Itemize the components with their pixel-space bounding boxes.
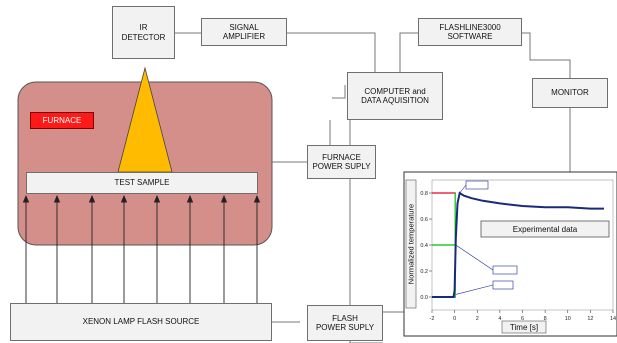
series-curve xyxy=(432,191,604,298)
furnace-power-label: FURNACE POWER SUPLY xyxy=(312,152,371,171)
flash-arrow xyxy=(153,194,161,303)
annotation-box: Experimental data xyxy=(480,220,610,238)
x-tick-label: 10 xyxy=(565,316,571,322)
flash-arrow xyxy=(88,194,96,303)
flash-arrows xyxy=(22,194,261,303)
computer-label: COMPUTER and DATA AQUISITION xyxy=(361,86,429,105)
callout-marker xyxy=(459,180,489,194)
signal-amplifier-label: SIGNAL AMPLIFIER xyxy=(222,22,266,41)
flash-arrow xyxy=(53,194,61,303)
y-tick-label: 0.4 xyxy=(420,243,428,249)
x-tick-label: 4 xyxy=(498,316,501,322)
svg-text:Time [s]: Time [s] xyxy=(510,323,538,332)
monitor-label: MONITOR xyxy=(551,88,589,98)
flashline-software-box: FLASHLINE3000 SOFTWARE xyxy=(418,18,522,46)
furnace-label-text: FURNACE xyxy=(42,116,82,125)
svg-text:Normalized temperature: Normalized temperature xyxy=(407,204,416,284)
flash-arrow xyxy=(253,194,261,303)
y-tick-label: 0.0 xyxy=(420,295,428,301)
flash-arrow xyxy=(220,194,228,303)
monitor-box: MONITOR xyxy=(532,78,608,108)
xenon-lamp-label: XENON LAMP FLASH SOURCE xyxy=(82,317,200,327)
furnace-power-box: FURNACE POWER SUPLY xyxy=(307,145,376,179)
y-axis-label: Normalized temperature xyxy=(405,179,417,309)
computer-box: COMPUTER and DATA AQUISITION xyxy=(347,72,443,120)
test-sample-label: TEST SAMPLE xyxy=(114,178,170,188)
chart: -2 0 2 4 6 8 10 12 14 0.8 0.6 0.4 0.2 0.0 Experimental… xyxy=(403,171,617,337)
x-tick-label: 12 xyxy=(587,316,593,322)
annotation-text: Experimental data xyxy=(513,225,578,234)
furnace-label: FURNACE xyxy=(30,112,94,129)
flashline-software-label: FLASHLINE3000 SOFTWARE xyxy=(439,22,501,41)
flash-arrow xyxy=(186,194,194,303)
x-axis-label: Time [s] xyxy=(501,320,547,334)
x-tick-label: -2 xyxy=(430,316,435,322)
flash-power-box: FLASH POWER SUPLY xyxy=(307,305,383,341)
signal-amplifier-box: SIGNAL AMPLIFIER xyxy=(201,18,287,46)
y-tick-label: 0.6 xyxy=(420,217,428,223)
ir-detector-box: IR DETECTOR xyxy=(112,6,175,59)
test-sample-box: TEST SAMPLE xyxy=(26,172,258,194)
xenon-lamp-box: XENON LAMP FLASH SOURCE xyxy=(10,303,272,341)
callout-marker xyxy=(455,244,518,275)
y-tick-label: 0.8 xyxy=(420,191,428,197)
x-tick-label: 6 xyxy=(521,316,524,322)
ir-detector-label: IR DETECTOR xyxy=(121,23,166,42)
x-tick-label: 14 xyxy=(610,316,616,322)
plot-area xyxy=(431,179,614,311)
flash-power-label: FLASH POWER SUPLY xyxy=(315,313,375,332)
x-tick-label: 2 xyxy=(476,316,479,322)
callout-marker xyxy=(455,280,514,295)
flash-arrow xyxy=(22,194,30,303)
connector-lines xyxy=(175,32,571,343)
flash-arrow xyxy=(120,194,128,303)
x-tick-label: 8 xyxy=(544,316,547,322)
x-tick-label: 0 xyxy=(453,316,456,322)
y-tick-label: 0.2 xyxy=(420,269,428,275)
